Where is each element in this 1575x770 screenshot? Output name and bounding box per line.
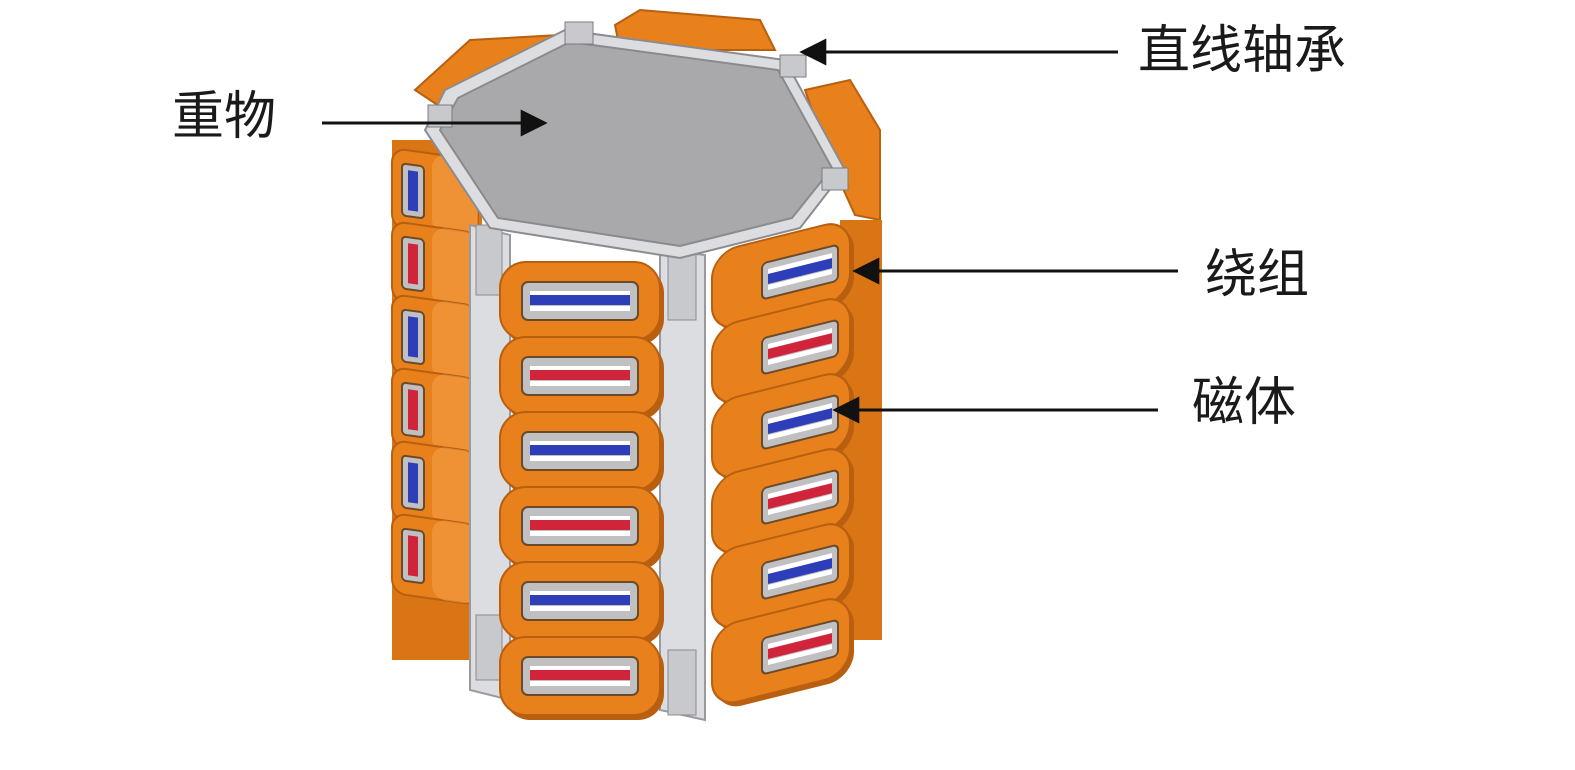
magnet-gap: [768, 403, 832, 425]
magnet-gap: [530, 306, 630, 311]
magnet-red: [768, 633, 832, 660]
magnet-gap: [530, 366, 630, 372]
magnet-red: [768, 333, 832, 360]
coil: [391, 294, 479, 386]
magnet-blue: [530, 295, 630, 305]
magnet-gap: [530, 531, 630, 536]
label-winding: 绕组: [1205, 245, 1309, 305]
coil-highlight: [432, 228, 478, 312]
magnet-red: [408, 535, 418, 577]
magnet-red: [408, 389, 418, 431]
coil: [499, 336, 664, 420]
magnet-gap: [768, 644, 832, 666]
coil-highlight: [432, 301, 478, 385]
magnet-gap: [530, 591, 630, 597]
magnet-gap: [768, 553, 832, 575]
magnet-gap: [530, 516, 630, 522]
bearing-block: [821, 167, 849, 191]
magnet-blue: [408, 170, 418, 212]
coil: [499, 561, 664, 645]
magnet-gap: [768, 344, 832, 366]
magnet-gap: [530, 291, 630, 297]
magnet-gap: [530, 666, 630, 672]
magnet-blue: [408, 316, 418, 358]
magnet-gap: [530, 441, 630, 447]
magnet-gap: [530, 606, 630, 611]
magnet-red: [530, 370, 630, 380]
magnet-gap: [530, 681, 630, 686]
left-coil-column: [391, 140, 482, 660]
magnet-gap: [768, 628, 832, 650]
label-magnet: 磁体: [1192, 373, 1296, 433]
bearing-block: [564, 21, 594, 45]
magnet-red: [530, 520, 630, 530]
magnet-gap: [768, 328, 832, 350]
magnet-blue: [768, 408, 832, 435]
bearing-block: [779, 54, 807, 78]
coil-highlight: [432, 374, 478, 458]
magnet-gap: [768, 494, 832, 516]
coil: [499, 486, 664, 570]
coil-highlight: [432, 447, 478, 531]
magnet-blue: [530, 595, 630, 605]
magnet-gap: [768, 478, 832, 500]
magnet-gap: [768, 253, 832, 275]
weight-top: [423, 21, 849, 260]
magnet-blue: [768, 558, 832, 585]
magnet-gap: [530, 381, 630, 386]
magnet-red: [768, 483, 832, 510]
label-weight: 重物: [172, 87, 276, 147]
frame: [469, 223, 706, 722]
magnet-gap: [768, 569, 832, 591]
magnet-blue: [768, 258, 832, 285]
label-bearing: 直线轴承: [1138, 21, 1346, 81]
left-coils: [391, 148, 479, 605]
coil: [391, 221, 479, 313]
coil: [499, 411, 664, 495]
coil: [711, 598, 854, 707]
magnet-red: [530, 670, 630, 680]
magnet-blue: [530, 445, 630, 455]
magnet-blue: [408, 462, 418, 504]
magnet-red: [408, 243, 418, 285]
front-coil-column: [499, 261, 664, 720]
coil: [391, 513, 479, 605]
magnet-gap: [768, 269, 832, 291]
right-coil-column: [711, 223, 854, 707]
coil: [499, 261, 664, 345]
magnet-gap: [768, 419, 832, 441]
coil: [499, 636, 664, 720]
magnet-gap: [530, 456, 630, 461]
coil-highlight: [432, 520, 478, 604]
